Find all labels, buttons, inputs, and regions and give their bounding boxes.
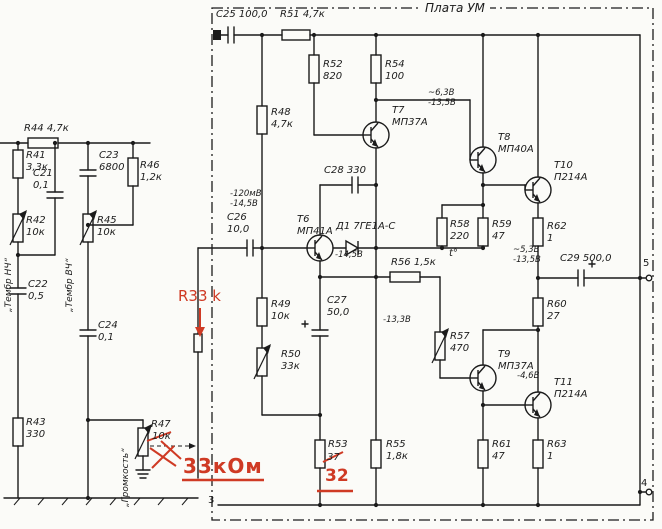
red-annotation-marks [146,308,353,493]
label-r62: R62 1 [547,221,567,244]
transistor-t8-symbol [469,146,497,174]
label-t7: Т7 МП37А [392,105,428,128]
label-r48: R48 4,7к [271,107,293,130]
label-t6: Т6 МП41А [297,214,333,237]
label-r54: R54 100 [385,59,405,82]
transistor-t6-symbol [306,234,334,262]
label-r58: R58 220 [450,219,470,242]
label-r44: R44 4,7к [24,123,69,134]
label-c25: C25 100,0 [216,9,268,20]
transistor-t9-symbol [469,364,497,392]
label-c23: C23 6800 [99,150,125,173]
label-t11: Т11 П214А [554,377,588,400]
label-r49: R49 10к [271,299,291,322]
ground-hatch [13,497,189,506]
label-r53: R53 [328,439,348,450]
label-r61: R61 47 [492,439,512,462]
terminal-3: 3 [208,495,215,506]
annotation-r33: R33 k [178,287,221,305]
wiper-dashed-link [150,443,196,449]
terminal-4: 4 [641,478,648,489]
label-t8: Т8 МП40А [498,132,534,155]
label-volume: „Громкость“ [121,448,131,507]
annotation-33kohm: 33кОм [183,454,263,478]
transistor-t7-symbol [362,121,390,149]
label-r41: R41 3,3к [26,150,48,173]
label-r46: R46 1,2к [140,160,162,183]
junction-dots [15,30,643,508]
label-c26: C26 10,0 [227,212,250,235]
label-c27: C27 50,0 [327,295,350,318]
transistor-t10-symbol [524,176,552,204]
label-c24: C24 0,1 [98,320,118,343]
label-r59: R59 47 [492,219,512,242]
voltage-t9-emitter: -4,6В [517,371,540,381]
label-treble-tone: „Тембр ВЧ“ [65,258,75,312]
label-r56: R56 1,5к [391,257,436,268]
label-c22: C22 0,5 [28,279,48,302]
label-bass-tone: „Тембр НЧ“ [4,257,14,312]
label-d1: Д1 7ГЕ1А-С [336,221,396,232]
annotation-32: 32 [325,466,349,486]
label-r42: R42 10к [26,215,46,238]
label-c29: C29 500,0 [560,253,612,264]
terminal-5: 5 [643,258,650,269]
voltage-t7-out: ~6,3В -13,5В [428,88,456,109]
label-t9: Т9 МП37А [498,349,534,372]
voltage-t10-in: ~5,3В -13,5В [513,245,541,266]
label-d1-temperature: t° [449,248,458,259]
voltage-t6-emitter: -14,5В [335,250,363,260]
label-c21: C21 0,1 [33,168,53,191]
diode-d1-symbol [345,239,360,257]
label-r55: R55 1,8к [386,439,408,462]
label-r43: R43 330 [26,417,46,440]
label-r53-old-value: 37 [327,452,340,463]
label-r63: R63 1 [547,439,567,462]
label-r47-old-value: 10к [152,431,171,442]
label-r47: R47 [151,419,171,430]
edge-terminals [645,274,653,496]
label-c28: C28 330 [324,165,366,176]
board-title: Плата УМ [420,1,490,16]
label-r52: R52 820 [323,59,343,82]
label-r51: R51 4,7к [280,9,325,20]
wires [0,26,647,506]
voltage-t6-in: -120мВ -14,5В [230,189,262,210]
voltage-t9-collector: -13,3В [383,315,411,325]
label-r60: R60 27 [547,299,567,322]
label-t10: Т10 П214А [554,160,588,183]
label-r50: R50 33к [281,349,301,372]
transistor-t11-symbol [524,391,552,419]
label-r45: R45 10к [97,215,117,238]
label-r57: R57 470 [450,331,470,354]
